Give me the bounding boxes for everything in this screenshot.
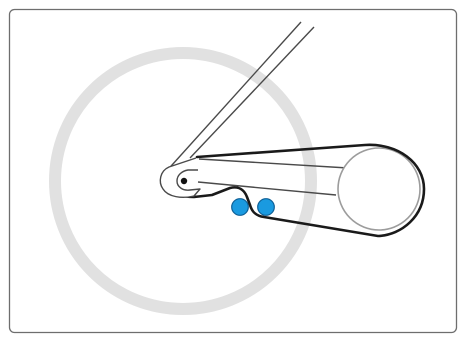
wheel-rim bbox=[49, 47, 317, 315]
contact-marker-right bbox=[257, 198, 275, 216]
seatstay-tube bbox=[162, 21, 315, 176]
frame-border bbox=[8, 8, 458, 334]
front-chainring bbox=[337, 147, 421, 231]
chainstay-tube bbox=[197, 158, 349, 196]
chain-loop bbox=[168, 143, 426, 238]
contact-marker-left bbox=[231, 198, 249, 216]
rear-axle bbox=[180, 177, 188, 185]
rear-dropout bbox=[159, 157, 201, 198]
